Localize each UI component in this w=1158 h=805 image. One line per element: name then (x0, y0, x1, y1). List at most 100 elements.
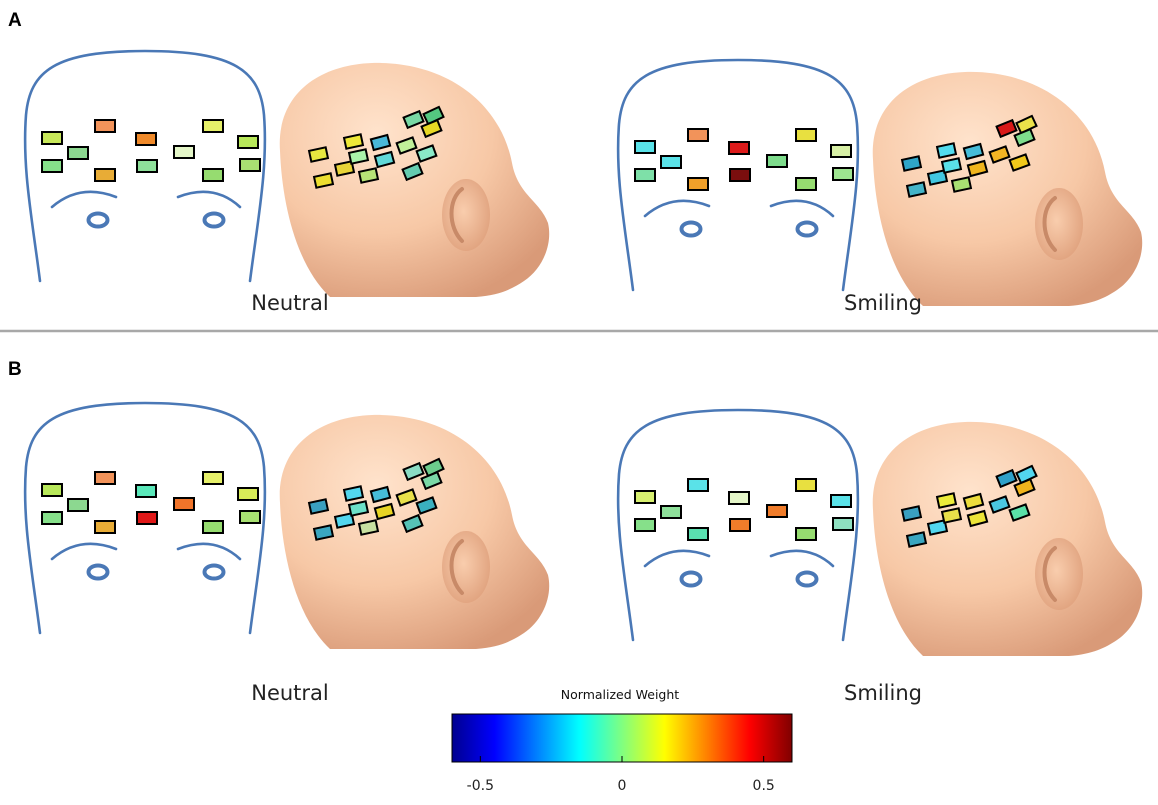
channel-marker (239, 158, 261, 172)
channel-marker (395, 136, 418, 155)
channel-marker (415, 496, 438, 515)
channel-marker (988, 145, 1011, 164)
channel-marker (357, 167, 380, 184)
channel-marker (202, 471, 224, 485)
channel-marker (900, 155, 923, 172)
channel-marker (728, 141, 750, 155)
neutral-side-view (279, 62, 550, 297)
channel-marker (357, 519, 380, 536)
neutral-label: Neutral (251, 291, 329, 315)
channel-marker (935, 492, 958, 509)
channel-marker (962, 492, 985, 511)
channel-marker (1013, 127, 1036, 148)
right-eye-outline (202, 211, 226, 229)
channel-marker (312, 524, 335, 541)
ear-fold (1042, 546, 1057, 602)
head-outline (23, 401, 267, 635)
channel-marker (729, 518, 751, 532)
ear-fold (449, 539, 464, 595)
channel-marker (795, 478, 817, 492)
channel-marker (402, 461, 425, 482)
head-outline (616, 58, 860, 292)
channel-marker (962, 142, 985, 161)
channel-marker (239, 510, 261, 524)
channel-marker (766, 154, 788, 168)
channel-marker (995, 118, 1018, 139)
channel-marker (634, 518, 656, 532)
channel-marker (173, 497, 195, 511)
channel-marker (995, 468, 1018, 489)
channel-marker (402, 109, 425, 130)
left-brow-outline (50, 190, 118, 209)
channel-marker (660, 505, 682, 519)
channel-marker (966, 509, 989, 528)
channel-marker (307, 498, 330, 515)
channel-marker (687, 177, 709, 191)
channel-marker (369, 133, 392, 152)
channel-marker (347, 148, 370, 165)
baby-ear (442, 531, 490, 603)
channel-marker (94, 520, 116, 534)
smiling-front-view (616, 408, 860, 642)
head-outline (616, 408, 860, 642)
neutral-side-view (279, 414, 550, 649)
baby-ear (1035, 188, 1083, 260)
channel-marker (202, 520, 224, 534)
channel-marker (940, 157, 963, 174)
channel-marker (1008, 503, 1031, 522)
channel-marker (342, 485, 365, 502)
channel-marker (333, 512, 356, 529)
channel-marker (41, 483, 63, 497)
smiling-front-view (616, 58, 860, 292)
channel-marker (135, 132, 157, 146)
left-eye-outline (679, 220, 703, 238)
neutral-front-view (23, 401, 267, 635)
channel-marker (237, 135, 259, 149)
channel-marker (795, 527, 817, 541)
head-outline (23, 49, 267, 283)
ear-fold (449, 187, 464, 243)
colorbar-tick-label: 0.5 (753, 778, 775, 794)
channel-marker (401, 513, 424, 534)
channel-marker (900, 505, 923, 522)
left-eye-outline (679, 570, 703, 588)
smiling-label: Smiling (844, 291, 922, 315)
channel-marker (687, 478, 709, 492)
channel-marker (136, 511, 158, 525)
left-brow-outline (643, 199, 711, 218)
channel-marker (988, 495, 1011, 514)
left-eye-outline (86, 563, 110, 581)
baby-ear (442, 179, 490, 251)
channel-marker (660, 155, 682, 169)
channel-marker (94, 119, 116, 133)
right-brow-outline (769, 199, 835, 218)
channel-marker (420, 470, 443, 491)
channel-marker (67, 498, 89, 512)
channel-marker (67, 146, 89, 160)
channel-marker (905, 531, 928, 548)
right-eye-outline (795, 220, 819, 238)
colorbar-title: Normalized Weight (561, 687, 680, 702)
channel-marker (373, 150, 396, 169)
channel-marker (237, 487, 259, 501)
channel-marker (136, 159, 158, 173)
channel-marker (94, 168, 116, 182)
channel-marker (395, 488, 418, 507)
channel-marker (342, 133, 365, 150)
left-brow-outline (50, 542, 118, 561)
channel-marker (926, 519, 949, 536)
ear-fold (1042, 196, 1057, 252)
baby-ear (1035, 538, 1083, 610)
channel-marker (401, 161, 424, 182)
colorbar-gradient (451, 713, 793, 763)
channel-marker (373, 502, 396, 521)
channel-marker (634, 140, 656, 154)
channel-marker (312, 172, 335, 189)
channel-marker (369, 485, 392, 504)
right-eye-outline (202, 563, 226, 581)
channel-marker (729, 168, 751, 182)
channel-marker (832, 167, 854, 181)
channel-marker (420, 118, 443, 139)
